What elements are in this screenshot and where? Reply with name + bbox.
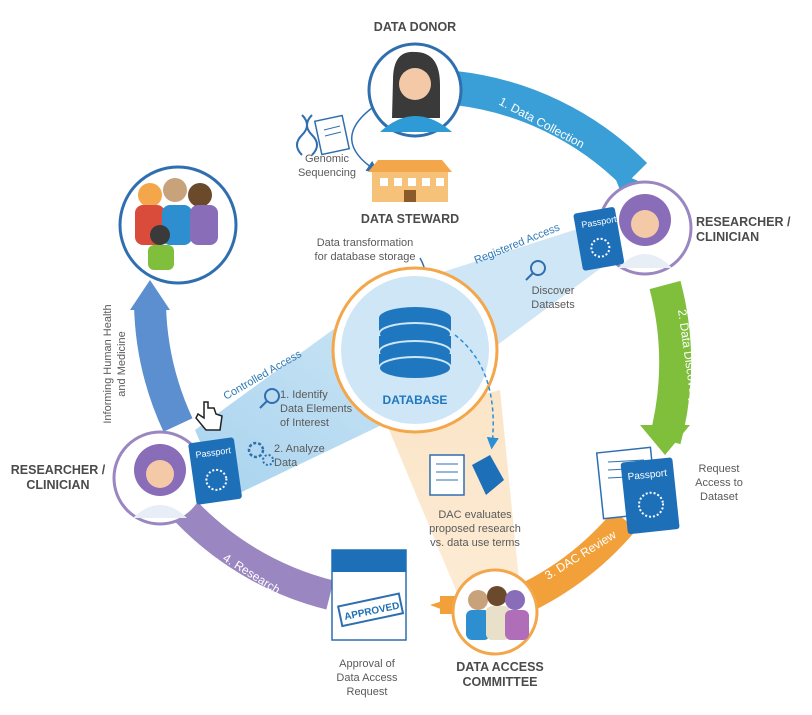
data-donor-title: DATA DONOR	[373, 20, 457, 34]
step4-research-arc	[168, 494, 334, 610]
identify-data-elements-label: 1. Identify Data Elements of Interest	[280, 389, 353, 429]
hand-cursor-icon	[195, 401, 223, 431]
data-transformation-label: Data transformation for database storage	[314, 237, 416, 263]
donor-to-steward-arrow	[351, 107, 379, 173]
step1-data-collection-arc	[452, 71, 648, 188]
documents-icon	[429, 454, 504, 496]
gears-analyze-icon	[247, 441, 274, 466]
passport-request-icon	[620, 457, 680, 535]
genomic-sequencing-label: Genomic Sequencing	[297, 153, 357, 179]
database-label: DATABASE	[383, 393, 448, 407]
dac-title: DATA ACCESS COMMITTEE	[456, 660, 544, 689]
analyze-data-label: 2. Analyze Data	[274, 443, 325, 469]
data-steward-building-icon	[368, 160, 452, 202]
magnifier-identify-icon	[259, 388, 280, 409]
magnifier-discover-icon	[525, 260, 546, 281]
approval-document-icon	[331, 549, 407, 641]
step2-arrowhead	[640, 425, 690, 455]
request-access-label: Request Access to Dataset	[695, 463, 743, 503]
data-steward-title: DATA STEWARD	[360, 212, 460, 226]
researcher-right-title: RESEARCHER / CLINICIAN	[696, 215, 791, 244]
dna-icon	[296, 114, 318, 156]
informing-health-label: Informing Human Health and Medicine	[102, 304, 128, 424]
researcher-left-title: RESEARCHER / CLINICIAN	[10, 463, 106, 492]
people-group-icon	[135, 178, 218, 270]
database-to-dac-dashed-arrow	[454, 334, 499, 450]
discover-datasets-label: Discover Datasets	[531, 285, 575, 311]
passport-right-icon	[573, 207, 625, 271]
dac-evaluates-label: DAC evaluates proposed research vs. data…	[429, 509, 521, 549]
left-informing-arc	[134, 304, 193, 432]
passport-left-icon	[188, 437, 242, 505]
step2-data-discovery-arc	[649, 280, 692, 445]
left-arrowhead	[130, 280, 170, 310]
passport-left-label: Passport	[195, 445, 232, 460]
document-icon	[313, 114, 351, 156]
approval-label: Approval of Data Access Request	[336, 658, 398, 698]
passport-request-label: Passport	[627, 468, 668, 483]
database-icon	[378, 307, 452, 380]
